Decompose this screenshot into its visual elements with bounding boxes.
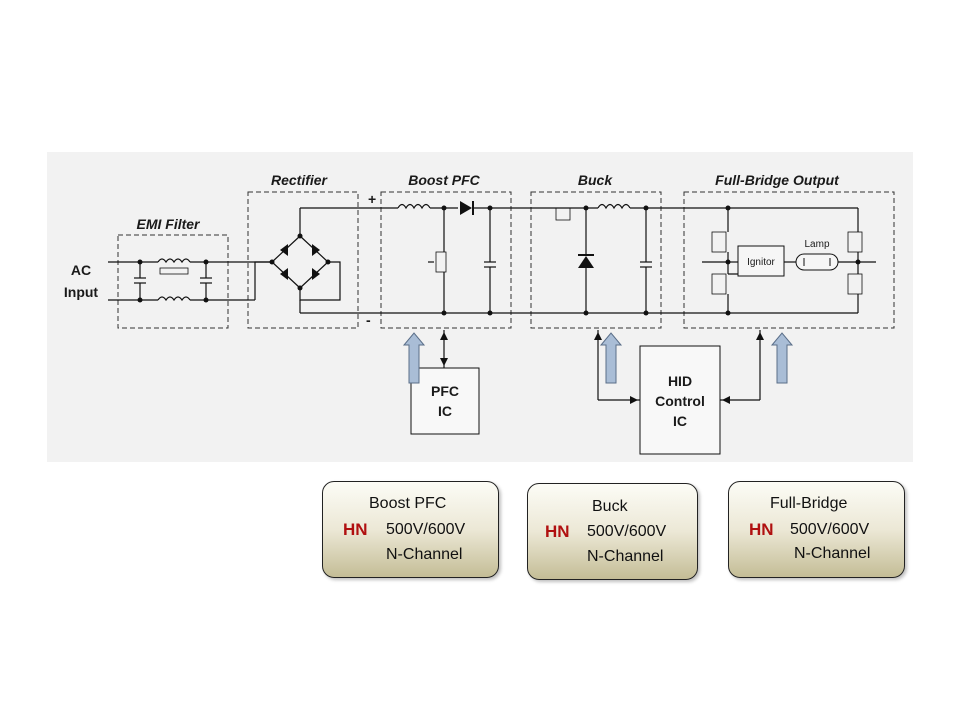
ac-input-label-line2: Input — [64, 284, 99, 300]
emi-filter-box — [117, 234, 229, 329]
full-bridge-label: Full-Bridge Output — [715, 172, 840, 188]
boost-pfc-box — [380, 191, 512, 329]
ignitor-box — [737, 245, 785, 277]
pfc-ic-label-line2: IC — [438, 403, 452, 419]
boost-pfc-arrow-icon — [402, 332, 426, 384]
ignitor-label: Ignitor — [747, 257, 775, 268]
lamp-icon — [795, 253, 839, 271]
full-bridge-box — [683, 191, 895, 329]
callout-rating: 500V/600V — [587, 523, 667, 540]
callout-title: Full-Bridge — [770, 495, 848, 512]
hid-ic-label-line2: Control — [655, 393, 705, 409]
buck-box — [530, 191, 662, 329]
callout-brand: HN — [545, 522, 570, 541]
callout-title: Boost PFC — [369, 495, 447, 512]
callout-brand: HN — [749, 520, 774, 539]
callout-rating: 500V/600V — [790, 521, 870, 538]
callout-type: N-Channel — [587, 548, 664, 565]
plus-sign: + — [368, 191, 376, 207]
lamp-label: Lamp — [804, 239, 829, 250]
callout-title: Buck — [592, 498, 628, 515]
diagram-panel — [47, 152, 913, 462]
callout-rating: 500V/600V — [386, 521, 466, 538]
buck-arrow-icon — [599, 332, 623, 384]
buck-label: Buck — [578, 172, 613, 188]
rectifier-box — [247, 191, 359, 329]
buck-callout: Buck HN 500V/600V N-Channel — [527, 483, 698, 580]
hid-ic-label-line3: IC — [673, 413, 687, 429]
boost-pfc-callout: Boost PFC HN 500V/600V N-Channel — [322, 481, 499, 578]
callout-type: N-Channel — [386, 546, 463, 563]
boost-pfc-label: Boost PFC — [408, 172, 480, 188]
hid-control-ic-box — [639, 345, 721, 455]
emi-filter-label: EMI Filter — [136, 216, 201, 232]
pfc-ic-label-line1: PFC — [431, 383, 459, 399]
ac-input-label-line1: AC — [71, 262, 91, 278]
pfc-ic-box — [410, 367, 480, 435]
rectifier-label: Rectifier — [271, 172, 329, 188]
hid-ic-label-line1: HID — [668, 373, 692, 389]
minus-sign: - — [366, 312, 371, 328]
full-bridge-arrow-icon — [770, 332, 794, 384]
callout-brand: HN — [343, 520, 368, 539]
full-bridge-callout: Full-Bridge HN 500V/600V N-Channel — [728, 481, 905, 578]
callout-type: N-Channel — [794, 545, 871, 562]
